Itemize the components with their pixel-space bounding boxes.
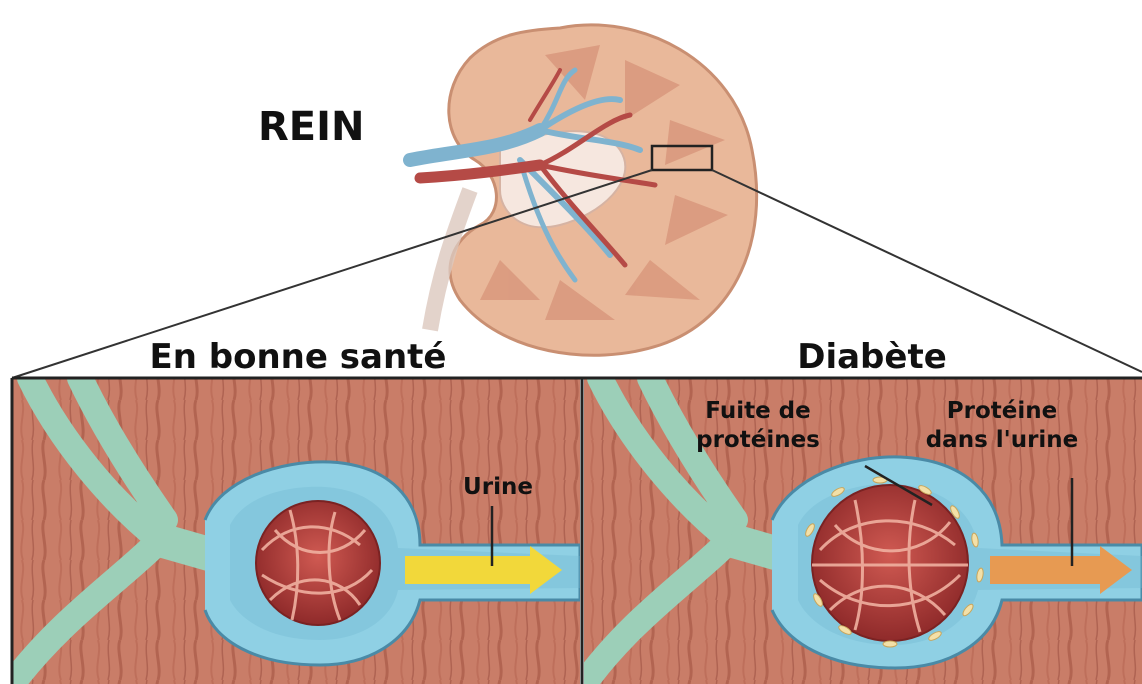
healthy-glomerulus <box>256 501 380 625</box>
protein-leak-label-line2: protéines <box>696 427 820 453</box>
diabetes-glomerulus <box>812 485 968 641</box>
protein-leak-label-line1: Fuite de <box>705 398 811 424</box>
diabetes-panel <box>584 378 1142 684</box>
healthy-panel-title: En bonne santé <box>150 337 447 377</box>
protein-urine-label-line1: Protéine <box>947 398 1057 424</box>
healthy-panel <box>12 378 580 684</box>
diabetes-panel-title: Diabète <box>797 337 947 377</box>
organ-label: REIN <box>258 104 364 150</box>
protein-urine-label-line2: dans l'urine <box>926 427 1079 453</box>
kidney-illustration <box>410 25 757 355</box>
urine-label: Urine <box>463 474 533 500</box>
